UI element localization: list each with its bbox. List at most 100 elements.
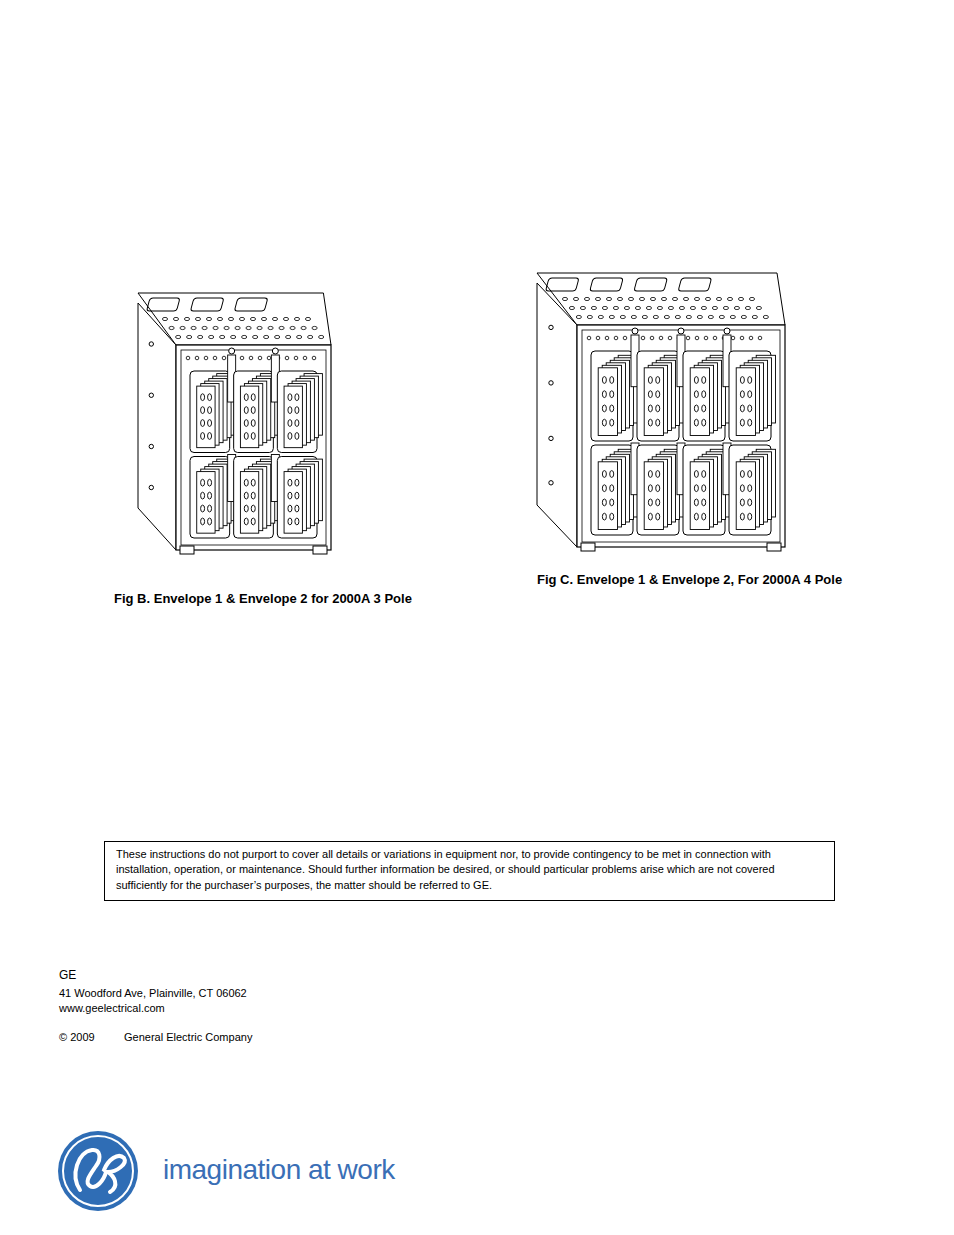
stab-hole [648,419,652,426]
vent-hole [646,306,651,309]
stab-hole [648,391,652,398]
front-hole [758,336,762,340]
stab-hole [610,377,614,384]
vent-hole [562,297,567,300]
vent-hole [723,306,728,309]
stab-hole [201,505,205,512]
logo-disc [58,1131,138,1211]
front-frame [181,350,326,545]
front-hole [312,356,316,360]
stab-hole [201,394,205,401]
stab-hole [656,485,660,492]
top-cutout [634,278,667,291]
stab-hole [251,394,255,401]
stab-hole [648,377,652,384]
stab-hole [702,377,706,384]
vent-hole [642,315,647,318]
stab-hole [656,471,660,478]
vent-hole [635,306,640,309]
vent-hole [719,315,724,318]
stab-hole [702,485,706,492]
front-hole [686,336,690,340]
stab-plate [644,368,663,436]
vent-hole [683,297,688,300]
stab-hole [748,513,752,520]
vent-hole [312,326,317,329]
vent-hole [173,317,178,320]
vent-hole [217,317,222,320]
stab-hole [610,513,614,520]
logo-script [76,1150,106,1190]
vent-hole [697,315,702,318]
front-hole [749,336,753,340]
vent-hole [220,335,225,338]
stab-hole [656,513,660,520]
vent-hole [624,306,629,309]
stab-hole [201,518,205,525]
stab-hole [648,499,652,506]
stab-plate [240,386,258,448]
vent-hole [294,317,299,320]
figure-caption: Fig C. Envelope 1 & Envelope 2, For 2000… [537,573,842,588]
vent-hole [741,315,746,318]
pin [632,328,638,334]
top-cutout [590,278,623,291]
vent-hole [224,326,229,329]
stab-plate [644,462,663,530]
vent-hole [319,335,324,338]
logo-ring [63,1136,133,1206]
stab-hole [295,394,299,401]
vent-hole [264,335,269,338]
vent-hole [191,326,196,329]
vent-hole [620,315,625,318]
vent-hole [202,326,207,329]
stab-hole [201,479,205,486]
stab-plate [284,472,302,534]
side-hole [549,381,553,385]
stab-hole [694,485,698,492]
stab-hole [201,433,205,440]
stab-hole [295,433,299,440]
vent-hole [763,315,768,318]
front-hole [294,356,298,360]
pin [678,328,684,334]
vent-hole [275,335,280,338]
stab-hole [748,405,752,412]
vent-hole [653,315,658,318]
breaker-illustration [537,273,785,551]
stab-hole [648,405,652,412]
stab-hole [288,492,292,499]
vent-hole [228,317,233,320]
vent-hole [730,315,735,318]
top-cutout [147,298,180,311]
vent-hole [749,297,754,300]
stab-hole [288,479,292,486]
vent-hole [195,317,200,320]
stab-hole [648,471,652,478]
side-hole [149,393,153,397]
foot [313,546,327,554]
vent-hole [176,335,181,338]
copyright-holder: General Electric Company [124,1031,252,1044]
stab-hole [251,433,255,440]
vent-hole [606,297,611,300]
company-name: GE [59,969,76,983]
ge-logo [58,1131,138,1211]
front-hole [641,336,645,340]
stab-hole [656,391,660,398]
vent-hole [257,326,262,329]
stab-hole [748,471,752,478]
stab-hole [648,485,652,492]
stab-hole [656,419,660,426]
vent-hole [628,297,633,300]
housing-top [138,293,331,345]
side-hole [549,481,553,485]
stab-plate [736,368,755,436]
disclaimer-box: These instructions do not purport to cov… [104,841,835,901]
pin [724,328,730,334]
stab-hole [208,420,212,427]
stab-hole [295,479,299,486]
side-hole [149,342,153,346]
side-hole [149,485,153,489]
